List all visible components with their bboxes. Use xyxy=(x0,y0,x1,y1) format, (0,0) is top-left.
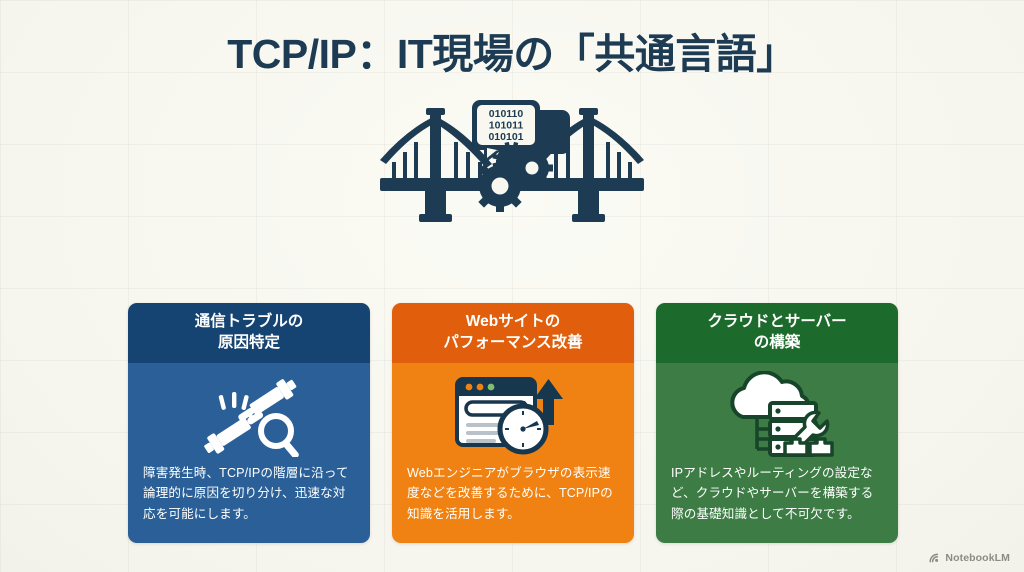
card-description: Webエンジニアがブラウザの表示速度などを改善するために、TCP/IPの知識を活… xyxy=(407,466,613,521)
gear-icon-upper xyxy=(511,147,553,189)
watermark-label: NotebookLM xyxy=(945,552,1010,564)
card-header-line1: クラウドとサーバー xyxy=(707,313,847,331)
card-header-website-performance: Webサイトの パフォーマンス改善 xyxy=(392,303,634,363)
card-header-line2: 原因特定 xyxy=(217,334,280,351)
up-arrow-icon xyxy=(534,379,563,425)
card-header-line2: の構築 xyxy=(753,334,801,351)
page-title: TCP/IP：IT現場の「共通言語」 xyxy=(227,31,797,77)
feature-card-website-performance[interactable]: Webサイトの パフォーマンス改善 xyxy=(392,303,634,543)
cloud-server-rack-with-wrench-icon xyxy=(715,365,839,463)
feature-card-list: 通信トラブルの 原因特定 xyxy=(128,303,898,543)
feature-card-cloud-and-server[interactable]: クラウドとサーバー の構築 xyxy=(656,303,898,543)
magnifier-icon xyxy=(258,413,299,457)
card-header-cloud-and-server: クラウドとサーバー の構築 xyxy=(656,303,898,363)
binary-line-3: 010101 xyxy=(488,131,523,143)
card-body-communication-trouble: 障害発生時、TCP/IPの階層に沿って論理的に原因を切り分け、迅速な対応を可能に… xyxy=(128,363,370,543)
binary-line-1: 010110 xyxy=(489,108,524,120)
card-header-line1: 通信トラブルの xyxy=(194,313,304,331)
card-header-communication-trouble: 通信トラブルの 原因特定 xyxy=(128,303,370,363)
browser-window-with-stopwatch-and-up-arrow-icon xyxy=(451,365,575,463)
card-body-cloud-and-server: IPアドレスやルーティングの設定など、クラウドやサーバーを構築する際の基礎知識と… xyxy=(656,363,898,543)
stopwatch-icon xyxy=(497,401,549,455)
watermark: NotebookLM xyxy=(929,552,1010,564)
notebooklm-logo-icon xyxy=(929,552,941,564)
binary-line-2: 101011 xyxy=(489,120,524,132)
card-header-line1: Webサイトの xyxy=(465,313,561,331)
card-description: 障害発生時、TCP/IPの階層に沿って論理的に原因を切り分け、迅速な対応を可能に… xyxy=(143,466,349,521)
card-description: IPアドレスやルーティングの設定など、クラウドやサーバーを構築する際の基礎知識と… xyxy=(671,466,874,521)
hero-illustration: 010110 101011 010101 xyxy=(372,86,652,228)
card-header-line2: パフォーマンス改善 xyxy=(443,334,583,351)
card-body-website-performance: Webエンジニアがブラウザの表示速度などを改善するために、TCP/IPの知識を活… xyxy=(392,363,634,543)
feature-card-communication-trouble[interactable]: 通信トラブルの 原因特定 xyxy=(128,303,370,543)
speech-bubble-front: 010110 101011 010101 xyxy=(472,100,540,164)
unplugged-cables-with-magnifier-icon xyxy=(187,365,311,463)
bricks-icon xyxy=(783,437,834,457)
